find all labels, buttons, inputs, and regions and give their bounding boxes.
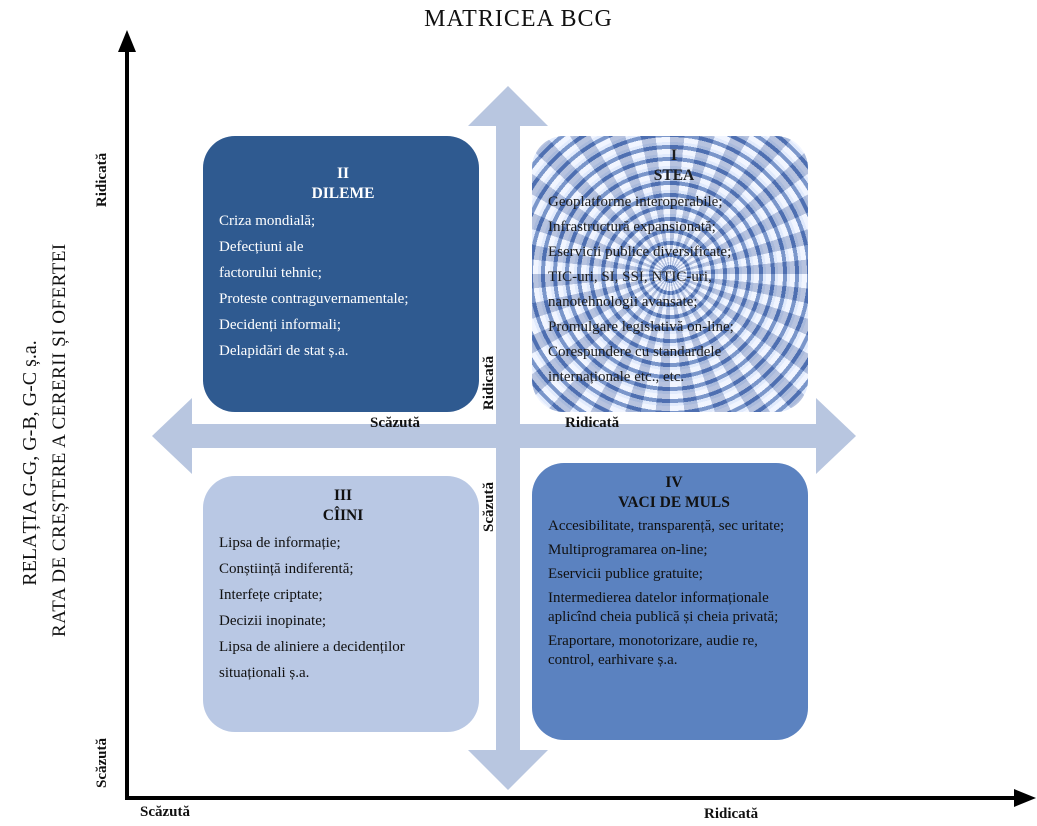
quadrant-stea: I STEA Geoplatforme interoperabile; Infr… [532,136,808,412]
radial-pattern [532,136,808,412]
list-item: Intermedierea datelor informaționale apl… [548,590,779,625]
list-item: Accesibilitate, transparență, sec uritat… [548,518,785,534]
y-axis-low-label: Scăzută [94,738,110,788]
quadrant-item-list: Criza mondială; Defecțiuni ale factorulu… [219,208,467,364]
list-item: Corespundere cu standardele [548,344,722,360]
quadrant-number: I [670,147,678,164]
x-axis-arrowhead [1014,789,1036,807]
y-axis-arrowhead [118,30,136,52]
list-item: nanotehnologii avansate; [548,294,698,310]
list-item: Criza mondială; [219,213,316,229]
right-arrowhead [816,398,856,474]
quadrant-item-list: Geoplatforme interoperabile; Infrastruct… [548,190,800,390]
list-item: factorului tehnic; [219,265,322,281]
quadrant-name: VACI DE MULS [618,494,730,511]
list-item: situaționali ș.a. [219,665,310,681]
y-axis-inner-label: RATA DE CREȘTERE A CERERII ȘI OFERTEI [49,243,70,637]
list-item: TIC-uri, SI, SSI, NTIC-uri, [548,269,712,285]
center-down-label: Scăzută [481,482,497,532]
down-arrowhead [468,750,548,790]
horizontal-arrow-shaft [190,424,818,448]
cross-arrows [152,86,856,790]
list-item: Infrastructură expansionată; [548,219,716,235]
list-item: Eraportare, monotorizare, audie re, cont… [548,633,758,668]
up-arrowhead [468,86,548,126]
y-axis-high-label: Ridicată [94,152,110,208]
quadrant-dileme: II DILEME Criza mondială; Defecțiuni ale… [203,136,479,412]
list-item: Proteste contraguvernamentale; [219,291,409,307]
quadrant-item-list: Lipsa de informație; Conștiință indifere… [219,530,467,686]
main-axes [118,30,1036,807]
quadrant-vaci-de-muls: IV VACI DE MULS Accesibilitate, transpar… [532,463,808,740]
y-axis-outer-label: RELAȚIA G-G, G-B, G-C ș.a. [19,340,41,586]
quadrant-number: III [333,487,353,504]
x-axis-high-label: Ridicată [704,806,759,822]
list-item: Eservicii publice diversificate; [548,244,732,260]
quadrant-number: II [336,165,350,182]
list-item: Promulgare legislativă on-line; [548,319,734,335]
list-item: Decidenți informali; [219,317,342,333]
diagram-title: MATRICEA BCG [424,6,613,32]
x-axis-low-label: Scăzută [140,804,190,820]
quadrant-name: STEA [653,167,695,184]
quadrant-name: CÎINI [322,507,364,524]
list-item: Geoplatforme interoperabile; [548,194,723,210]
list-item: Interfețe criptate; [219,587,323,603]
list-item: internaționale etc., etc. [548,369,685,385]
list-item: Lipsa de aliniere a decidenților [219,639,405,655]
list-item: Delapidări de stat ș.a. [219,343,349,359]
list-item: Multiprogramarea on-line; [548,542,708,558]
list-item: Lipsa de informație; [219,535,341,551]
center-left-label: Scăzută [370,415,420,431]
list-item: Defecțiuni ale [219,239,304,255]
left-arrowhead [152,398,192,474]
center-right-label: Ridicată [565,415,620,431]
quadrant-caini: III CÎINI Lipsa de informație; Conștiinț… [203,476,479,732]
center-up-label: Ridicată [481,355,497,411]
list-item: Conștiință indiferentă; [219,561,354,577]
list-item: Decizii inopinate; [219,613,327,629]
list-item: Eservicii publice gratuite; [548,566,703,582]
quadrant-name: DILEME [311,185,375,202]
quadrant-number: IV [665,474,683,491]
quadrant-item-list: Accesibilitate, transparență, sec uritat… [548,517,800,670]
